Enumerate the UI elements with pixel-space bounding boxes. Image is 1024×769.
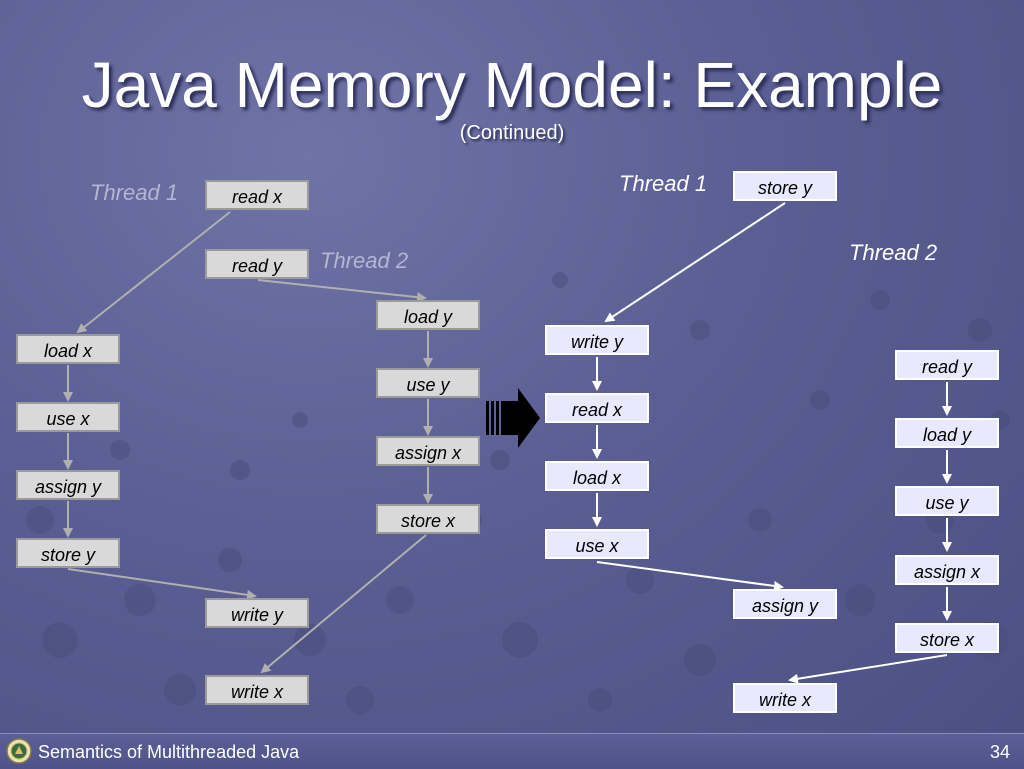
left-box-store-x: store x (376, 504, 480, 534)
left-box-write-x: write x (205, 675, 309, 705)
arrow-store-y-to-write-y (67, 568, 257, 600)
thread2-label-left: Thread 2 (320, 248, 409, 273)
left-box-write-y: write y (205, 598, 309, 628)
arrow-read-x-to-load-x (76, 211, 231, 334)
right-box-load-x: load x (545, 461, 649, 491)
right-box-load-y: load y (895, 418, 999, 448)
left-box-use-y: use y (376, 368, 480, 398)
thread1-label-left: Thread 1 (90, 180, 179, 205)
left-box-store-y: store y (16, 538, 120, 568)
left-box-load-y: load y (376, 300, 480, 330)
left-box-assign-x: assign x (376, 436, 480, 466)
slide-footer: Semantics of Multithreaded Java 34 (0, 733, 1024, 769)
right-box-read-y: read y (895, 350, 999, 380)
arrow-read-y-to-load-y (257, 279, 427, 303)
arrow-store-x-to-write-x (260, 534, 427, 674)
page-number: 34 (989, 742, 1010, 762)
right-box-assign-x: assign x (895, 555, 999, 585)
transition-arrow-icon (486, 388, 540, 448)
right-box-store-y: store y (733, 171, 837, 201)
arrow-store-y-to-write-y-r (604, 202, 786, 323)
right-box-assign-y: assign y (733, 589, 837, 619)
slide-subtitle: (Continued) (459, 122, 565, 144)
university-seal-icon (6, 738, 32, 764)
arrow-store-x-to-write-x-r (788, 654, 948, 684)
right-box-use-x: use x (545, 529, 649, 559)
right-box-use-y: use y (895, 486, 999, 516)
footer-title: Semantics of Multithreaded Java (38, 742, 300, 762)
thread2-label-right: Thread 2 (849, 240, 938, 265)
right-box-read-x: read x (545, 393, 649, 423)
left-box-read-x: read x (205, 180, 309, 210)
slide-title: Java Memory Model: Example (81, 49, 943, 121)
left-box-read-y: read y (205, 249, 309, 279)
right-box-write-y: write y (545, 325, 649, 355)
left-box-load-x: load x (16, 334, 120, 364)
thread1-label-right: Thread 1 (619, 171, 708, 196)
right-box-store-x: store x (895, 623, 999, 653)
arrow-use-x-to-assign-y-r (596, 561, 784, 591)
left-box-use-x: use x (16, 402, 120, 432)
left-box-assign-y: assign y (16, 470, 120, 500)
right-box-write-x: write x (733, 683, 837, 713)
